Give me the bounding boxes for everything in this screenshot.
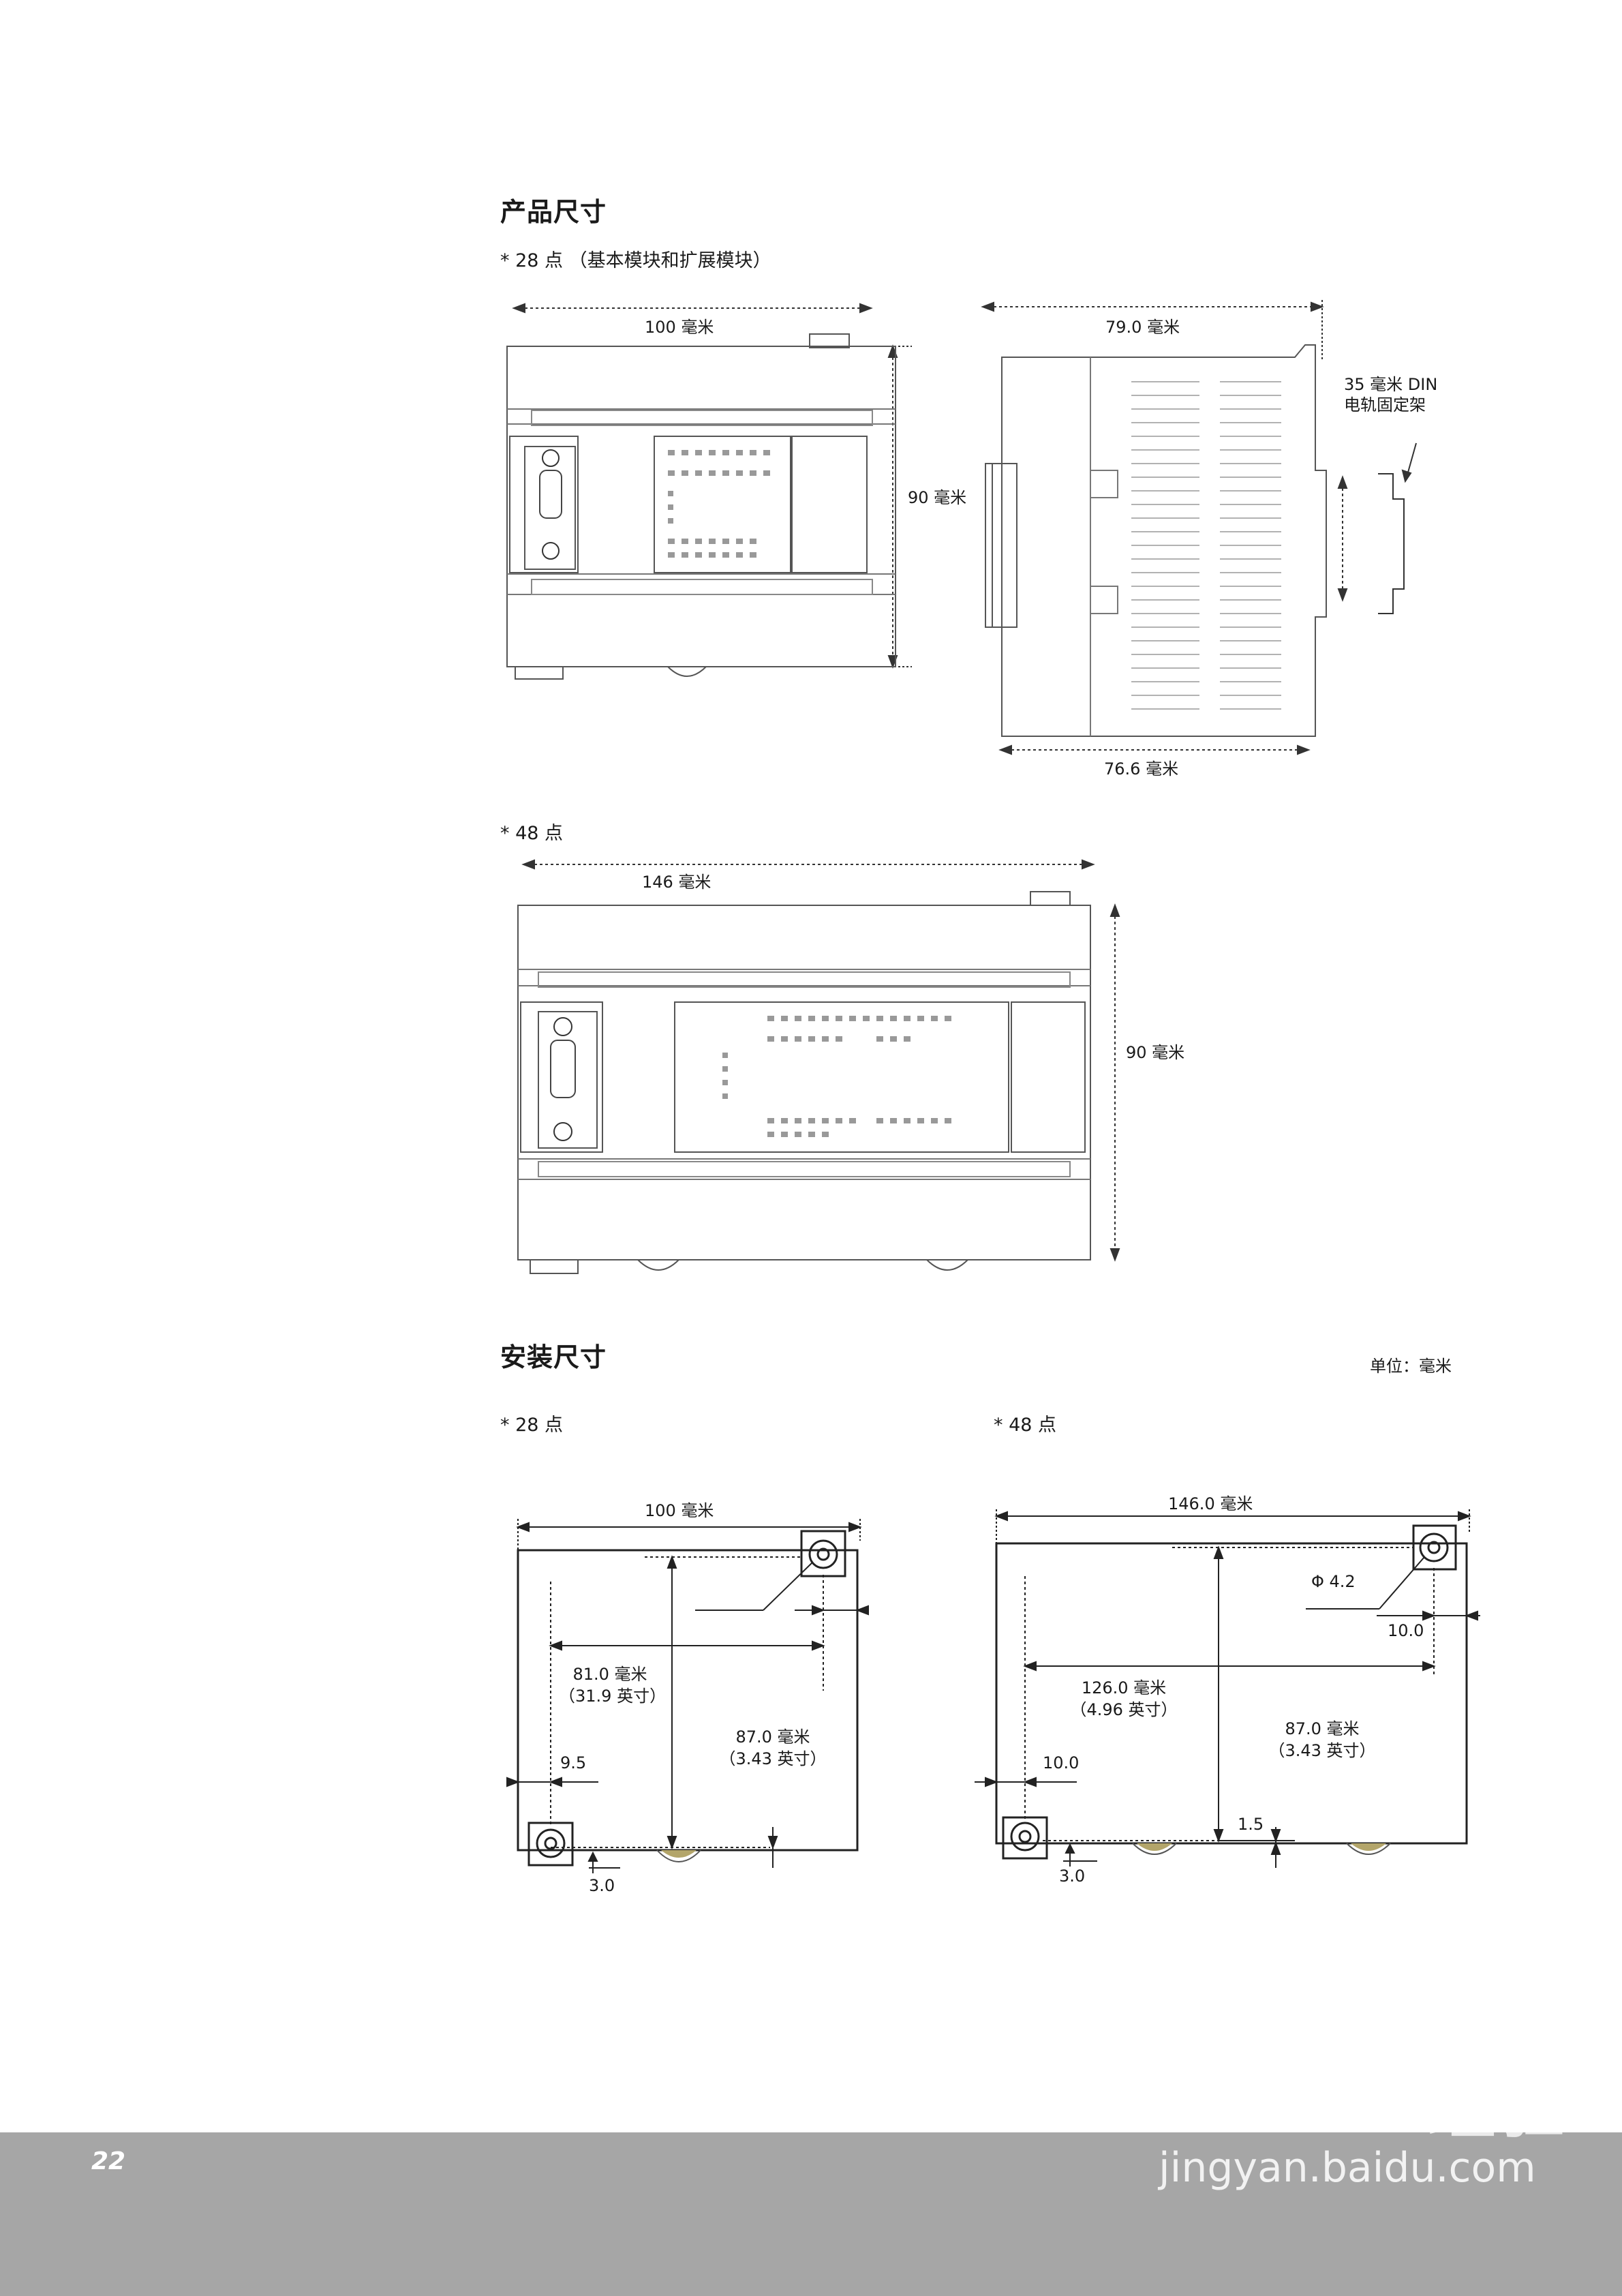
dim-install-28pt-height-in: （3.43 英寸）	[719, 1749, 827, 1768]
dim-install-28pt-hole-span: 81.0 毫米 （31.9 英寸）	[559, 1663, 667, 1707]
caption-install-48-point: * 48 点	[994, 1415, 1057, 1436]
dim-install-48pt-hole-span: 126.0 毫米 （4.96 英寸）	[1066, 1677, 1182, 1721]
dim-install-48pt-gap: 1.5	[1238, 1815, 1264, 1834]
watermark-logo: Bai du 经验	[1152, 2068, 1567, 2147]
section-title-install-dimensions: 安装尺寸	[500, 1342, 607, 1372]
dim-install-28pt-edge-offset: 9.5	[560, 1753, 587, 1772]
dim-install-28pt-bottom-offset: 3.0	[589, 1876, 615, 1895]
section-title-product-dimensions: 产品尺寸	[500, 197, 607, 227]
dim-install-48pt-width: 146.0 毫米	[1168, 1494, 1253, 1513]
caption-install-28-point: * 28 点	[500, 1415, 564, 1436]
dim-install-28pt-hole-span-mm: 81.0 毫米	[572, 1665, 647, 1684]
dim-install-48pt-height: 87.0 毫米 （3.43 英寸）	[1268, 1718, 1377, 1762]
dim-28pt-height: 90 毫米	[908, 488, 967, 507]
dim-28pt-width: 100 毫米	[645, 318, 714, 337]
dim-install-48pt-hole-diameter: Φ 4.2	[1311, 1572, 1356, 1591]
dim-install-48pt-hole-span-in: （4.96 英寸）	[1070, 1700, 1178, 1719]
watermark-url: jingyan.baidu.com	[1159, 2144, 1536, 2192]
caption-48-point: * 48 点	[500, 823, 564, 844]
dim-install-28pt-height: 87.0 毫米 （3.43 英寸）	[718, 1726, 827, 1770]
dim-install-48pt-bottom-offset: 3.0	[1059, 1867, 1086, 1886]
caption-28-point: * 28 点 （基本模块和扩展模块）	[500, 250, 771, 271]
dim-install-48pt-height-in: （3.43 英寸）	[1268, 1741, 1376, 1760]
dim-install-48pt-hole-span-mm: 126.0 毫米	[1081, 1678, 1167, 1697]
page-number: 22	[91, 2147, 126, 2175]
label-din-rail-line2: 电轨固定架	[1344, 395, 1426, 414]
label-din-rail-line1: 35 毫米 DIN	[1344, 375, 1438, 394]
dim-install-28pt-width: 100 毫米	[645, 1501, 714, 1520]
dim-28pt-depth: 79.0 毫米	[1105, 318, 1180, 337]
dim-28pt-depth-inner: 76.6 毫米	[1104, 759, 1179, 779]
dim-install-48pt-right-offset: 10.0	[1388, 1621, 1424, 1640]
dim-48pt-height: 90 毫米	[1126, 1043, 1185, 1062]
dim-install-48pt-height-mm: 87.0 毫米	[1285, 1719, 1360, 1738]
dim-install-28pt-hole-span-in: （31.9 英寸）	[559, 1687, 667, 1706]
footer-band	[0, 2132, 1622, 2296]
unit-note: 单位：毫米	[1370, 1357, 1452, 1376]
dim-install-48pt-left-offset: 10.0	[1043, 1753, 1080, 1772]
dim-48pt-width: 146 毫米	[642, 873, 711, 892]
dim-install-28pt-height-mm: 87.0 毫米	[735, 1727, 810, 1747]
